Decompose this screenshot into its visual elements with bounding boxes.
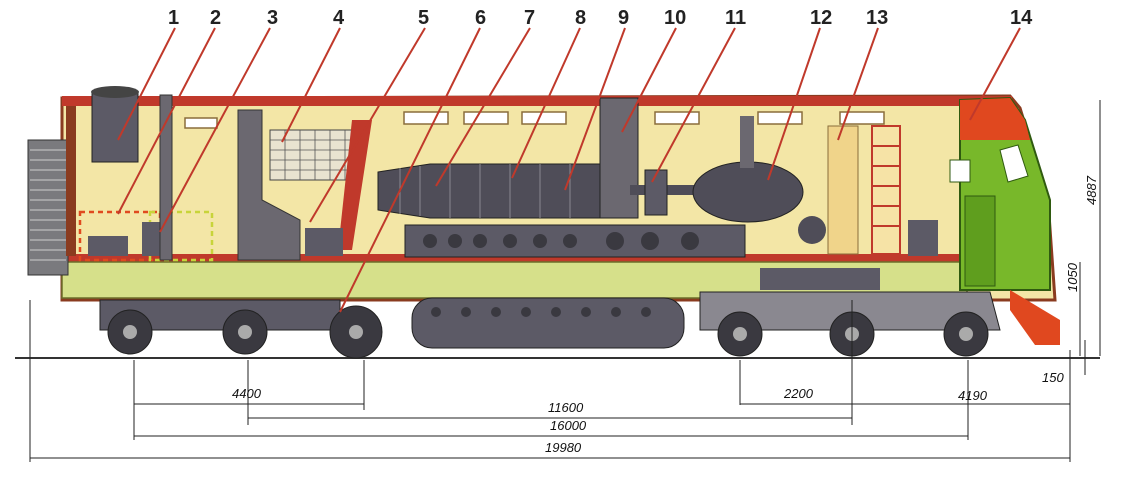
callout-numbers: 1 2 3 4 5 6 7 8 9 10 11 12 13 14 <box>168 7 1033 29</box>
air-duct <box>159 94 173 261</box>
partition <box>338 120 372 250</box>
pilot-plow <box>1010 290 1060 345</box>
auxiliary-motor <box>305 228 343 256</box>
coupling <box>644 169 668 216</box>
callout-8: 8 <box>575 7 586 29</box>
filter-panel <box>269 129 356 181</box>
callout-2: 2 <box>210 7 221 29</box>
engine-ribs <box>399 164 571 218</box>
callout-13: 13 <box>866 7 888 29</box>
ladder-rungs <box>872 145 900 227</box>
dimension-labels: 4400 11600 2200 4190 16000 19980 150 488… <box>232 175 1099 455</box>
intake-duct <box>237 109 301 261</box>
dim-label-2200: 2200 <box>783 386 814 401</box>
callout-10: 10 <box>664 7 686 29</box>
auxiliary-generator <box>798 216 826 244</box>
callout-3: 3 <box>267 7 278 29</box>
callout-6: 6 <box>475 7 486 29</box>
radiator-fins <box>30 149 66 261</box>
ladder <box>871 125 901 255</box>
rear-bulkhead <box>66 106 76 256</box>
dim-label-16000: 16000 <box>550 418 587 433</box>
callout-11: 11 <box>725 7 746 29</box>
callout-9: 9 <box>618 7 629 29</box>
windshield <box>999 144 1029 183</box>
cab-window <box>949 159 971 183</box>
front-bogie <box>699 268 1001 357</box>
cab-equipment <box>908 220 938 256</box>
diesel-engine <box>377 163 601 219</box>
dim-label-11600: 11600 <box>548 400 584 415</box>
cab-door <box>964 195 996 287</box>
electrical-cabinet <box>827 125 859 255</box>
generator-duct <box>740 116 754 168</box>
driver-cab <box>949 96 1060 345</box>
dim-label-4400: 4400 <box>232 386 262 401</box>
dim-label-4190: 4190 <box>958 388 988 403</box>
fuel-tank <box>411 297 685 349</box>
exhaust-stack <box>599 97 639 219</box>
roof-stripe <box>62 96 1012 106</box>
dim-label-19980: 19980 <box>545 440 582 455</box>
callout-7: 7 <box>524 7 535 29</box>
auxiliary-compartment-2 <box>148 210 214 262</box>
cooling-fan <box>91 91 139 163</box>
fan-top <box>91 86 139 98</box>
dim-label-1050: 1050 <box>1065 262 1080 292</box>
callout-4: 4 <box>333 7 345 29</box>
compressor <box>88 236 128 256</box>
callout-14: 14 <box>1010 7 1033 29</box>
main-generator <box>692 161 804 223</box>
dim-label-4887: 4887 <box>1084 175 1099 205</box>
dim-label-150: 150 <box>1042 370 1064 385</box>
callout-12: 12 <box>810 7 832 29</box>
callout-5: 5 <box>418 7 429 29</box>
leader-lines <box>117 27 1021 313</box>
rear-bogie <box>99 299 383 359</box>
radiator <box>27 139 69 276</box>
callout-1: 1 <box>168 7 179 29</box>
cab-roof-red <box>960 98 1030 140</box>
body-stripe <box>62 254 962 262</box>
locomotive-body <box>27 86 1057 302</box>
dimension-lines <box>29 100 1101 462</box>
engine-ports <box>423 232 699 250</box>
